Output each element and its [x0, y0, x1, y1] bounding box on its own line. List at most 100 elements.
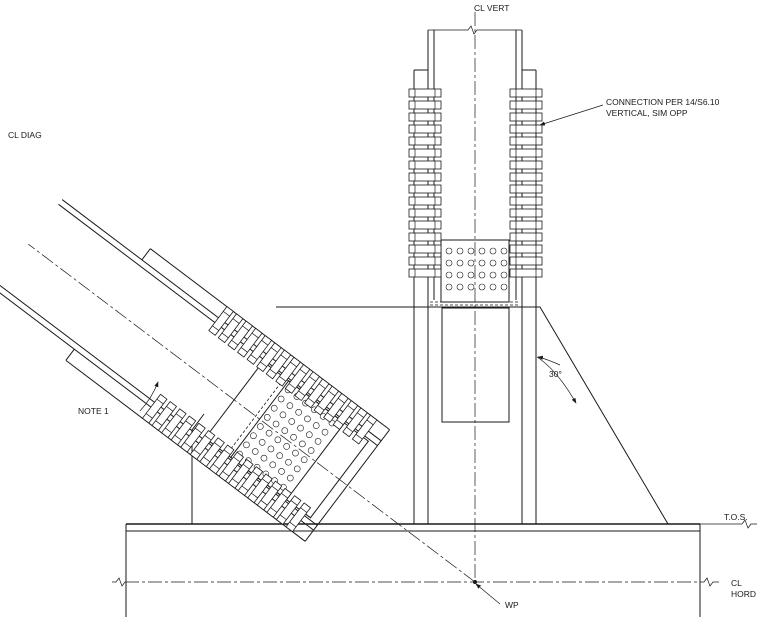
splice-hole [276, 452, 284, 459]
bolt-nut-line [317, 405, 325, 411]
cl-vert-label: CL VERT [474, 3, 509, 13]
bolt-right [509, 244, 543, 254]
bolt-bottom [217, 313, 244, 344]
bolt-bottom [323, 392, 349, 423]
bolt-nut-line [251, 492, 258, 499]
splice-hole [489, 271, 497, 279]
splice-hole [456, 271, 464, 279]
bolt-left [408, 196, 442, 206]
bolt-left [408, 124, 442, 134]
note-label: NOTE 1 [78, 406, 109, 416]
splice-hole [251, 448, 259, 455]
cl-hord-label-line2: HORD [731, 589, 756, 599]
splice-hole [445, 283, 453, 291]
splice-hole [267, 445, 275, 453]
bolt-nut-line [166, 406, 174, 412]
bolt-nut-line [212, 463, 220, 470]
splice-hole [257, 423, 264, 430]
splice-hole [290, 433, 297, 441]
bolt-left [408, 88, 442, 98]
bolt-right [509, 184, 543, 194]
bolt-nut-line [298, 390, 306, 396]
note-leader [139, 381, 159, 412]
splice-hole [478, 271, 486, 279]
bolt-bottom [284, 363, 311, 394]
bolt-top [228, 458, 254, 489]
bolt-nut-line [185, 420, 193, 426]
splice-hole [445, 271, 453, 279]
splice-hole [312, 422, 320, 429]
splice-hole [478, 283, 486, 291]
diagonal-connection-bolts [141, 306, 378, 533]
vertical-connection-bolts [408, 88, 543, 278]
bolt-bottom [313, 385, 340, 416]
bolt-nut-line [357, 412, 364, 418]
bolt-top [180, 422, 206, 453]
bolt-right [509, 88, 543, 98]
splice-hole [456, 247, 464, 255]
bolt-left [408, 220, 442, 230]
splice-hole [279, 411, 287, 419]
bolt-nut-line [195, 427, 202, 434]
bolt-nut-line [289, 521, 297, 528]
bolt-bottom [294, 371, 320, 402]
splice-hole [500, 259, 508, 267]
splice-hole [305, 431, 313, 439]
bolt-bottom [351, 414, 378, 445]
bolt-nut-line [307, 397, 315, 404]
bolt-nut-line [155, 420, 163, 426]
splice-hole [300, 456, 308, 464]
bolt-left [408, 244, 442, 254]
bolt-nut-line [165, 427, 172, 434]
splice-hole [250, 432, 257, 440]
splice-hole [265, 429, 273, 437]
bolt-nut-line [260, 500, 268, 506]
bolt-nut-line [223, 449, 231, 455]
splice-hole [295, 408, 302, 416]
splice-hole [500, 271, 508, 279]
bolt-left [408, 268, 442, 278]
splice-hole [489, 283, 497, 291]
splice-hole [281, 427, 289, 434]
horizontal-chord [125, 523, 701, 617]
splice-hole [285, 458, 292, 466]
splice-hole [243, 441, 250, 449]
bolt-nut-line [288, 383, 296, 389]
bolt-nut-line [203, 456, 211, 463]
splice-hole [321, 428, 329, 436]
bolt-nut-line [223, 311, 230, 317]
bolt-nut-line [299, 369, 307, 375]
connection-label-line1: CONNECTION PER 14/S6.10 [606, 97, 720, 107]
bolt-bottom [246, 334, 273, 365]
bolt-nut-line [221, 332, 229, 339]
bolt-nut-line [290, 361, 297, 368]
bolt-nut-line [270, 347, 278, 353]
splice-hole [489, 259, 497, 267]
bolt-right [509, 268, 543, 278]
gusset-plate [191, 306, 669, 525]
work-point [473, 580, 477, 584]
splice-hole [278, 468, 285, 475]
bolt-right [509, 232, 543, 242]
bolt-top [247, 473, 273, 504]
splice-hole [304, 415, 311, 423]
bolt-nut-line [355, 434, 363, 440]
bolt-top [237, 466, 264, 497]
bolt-nut-line [269, 368, 277, 375]
vertical-splice-holes [445, 247, 508, 291]
splice-hole [467, 283, 475, 291]
splice-hole [467, 271, 475, 279]
bolt-nut-line [280, 354, 288, 360]
bolt-nut-line [300, 507, 308, 513]
bolt-right [509, 256, 543, 266]
bolt-right [509, 172, 543, 182]
bolt-nut-line [281, 492, 288, 499]
angle-label: 30° [549, 369, 562, 379]
bolt-nut-line [184, 442, 191, 448]
bolt-nut-line [290, 500, 298, 506]
bolt-nut-line [145, 413, 153, 419]
bolt-top [285, 502, 312, 533]
splice-hole [274, 436, 282, 444]
cl-hord-line [112, 577, 719, 587]
